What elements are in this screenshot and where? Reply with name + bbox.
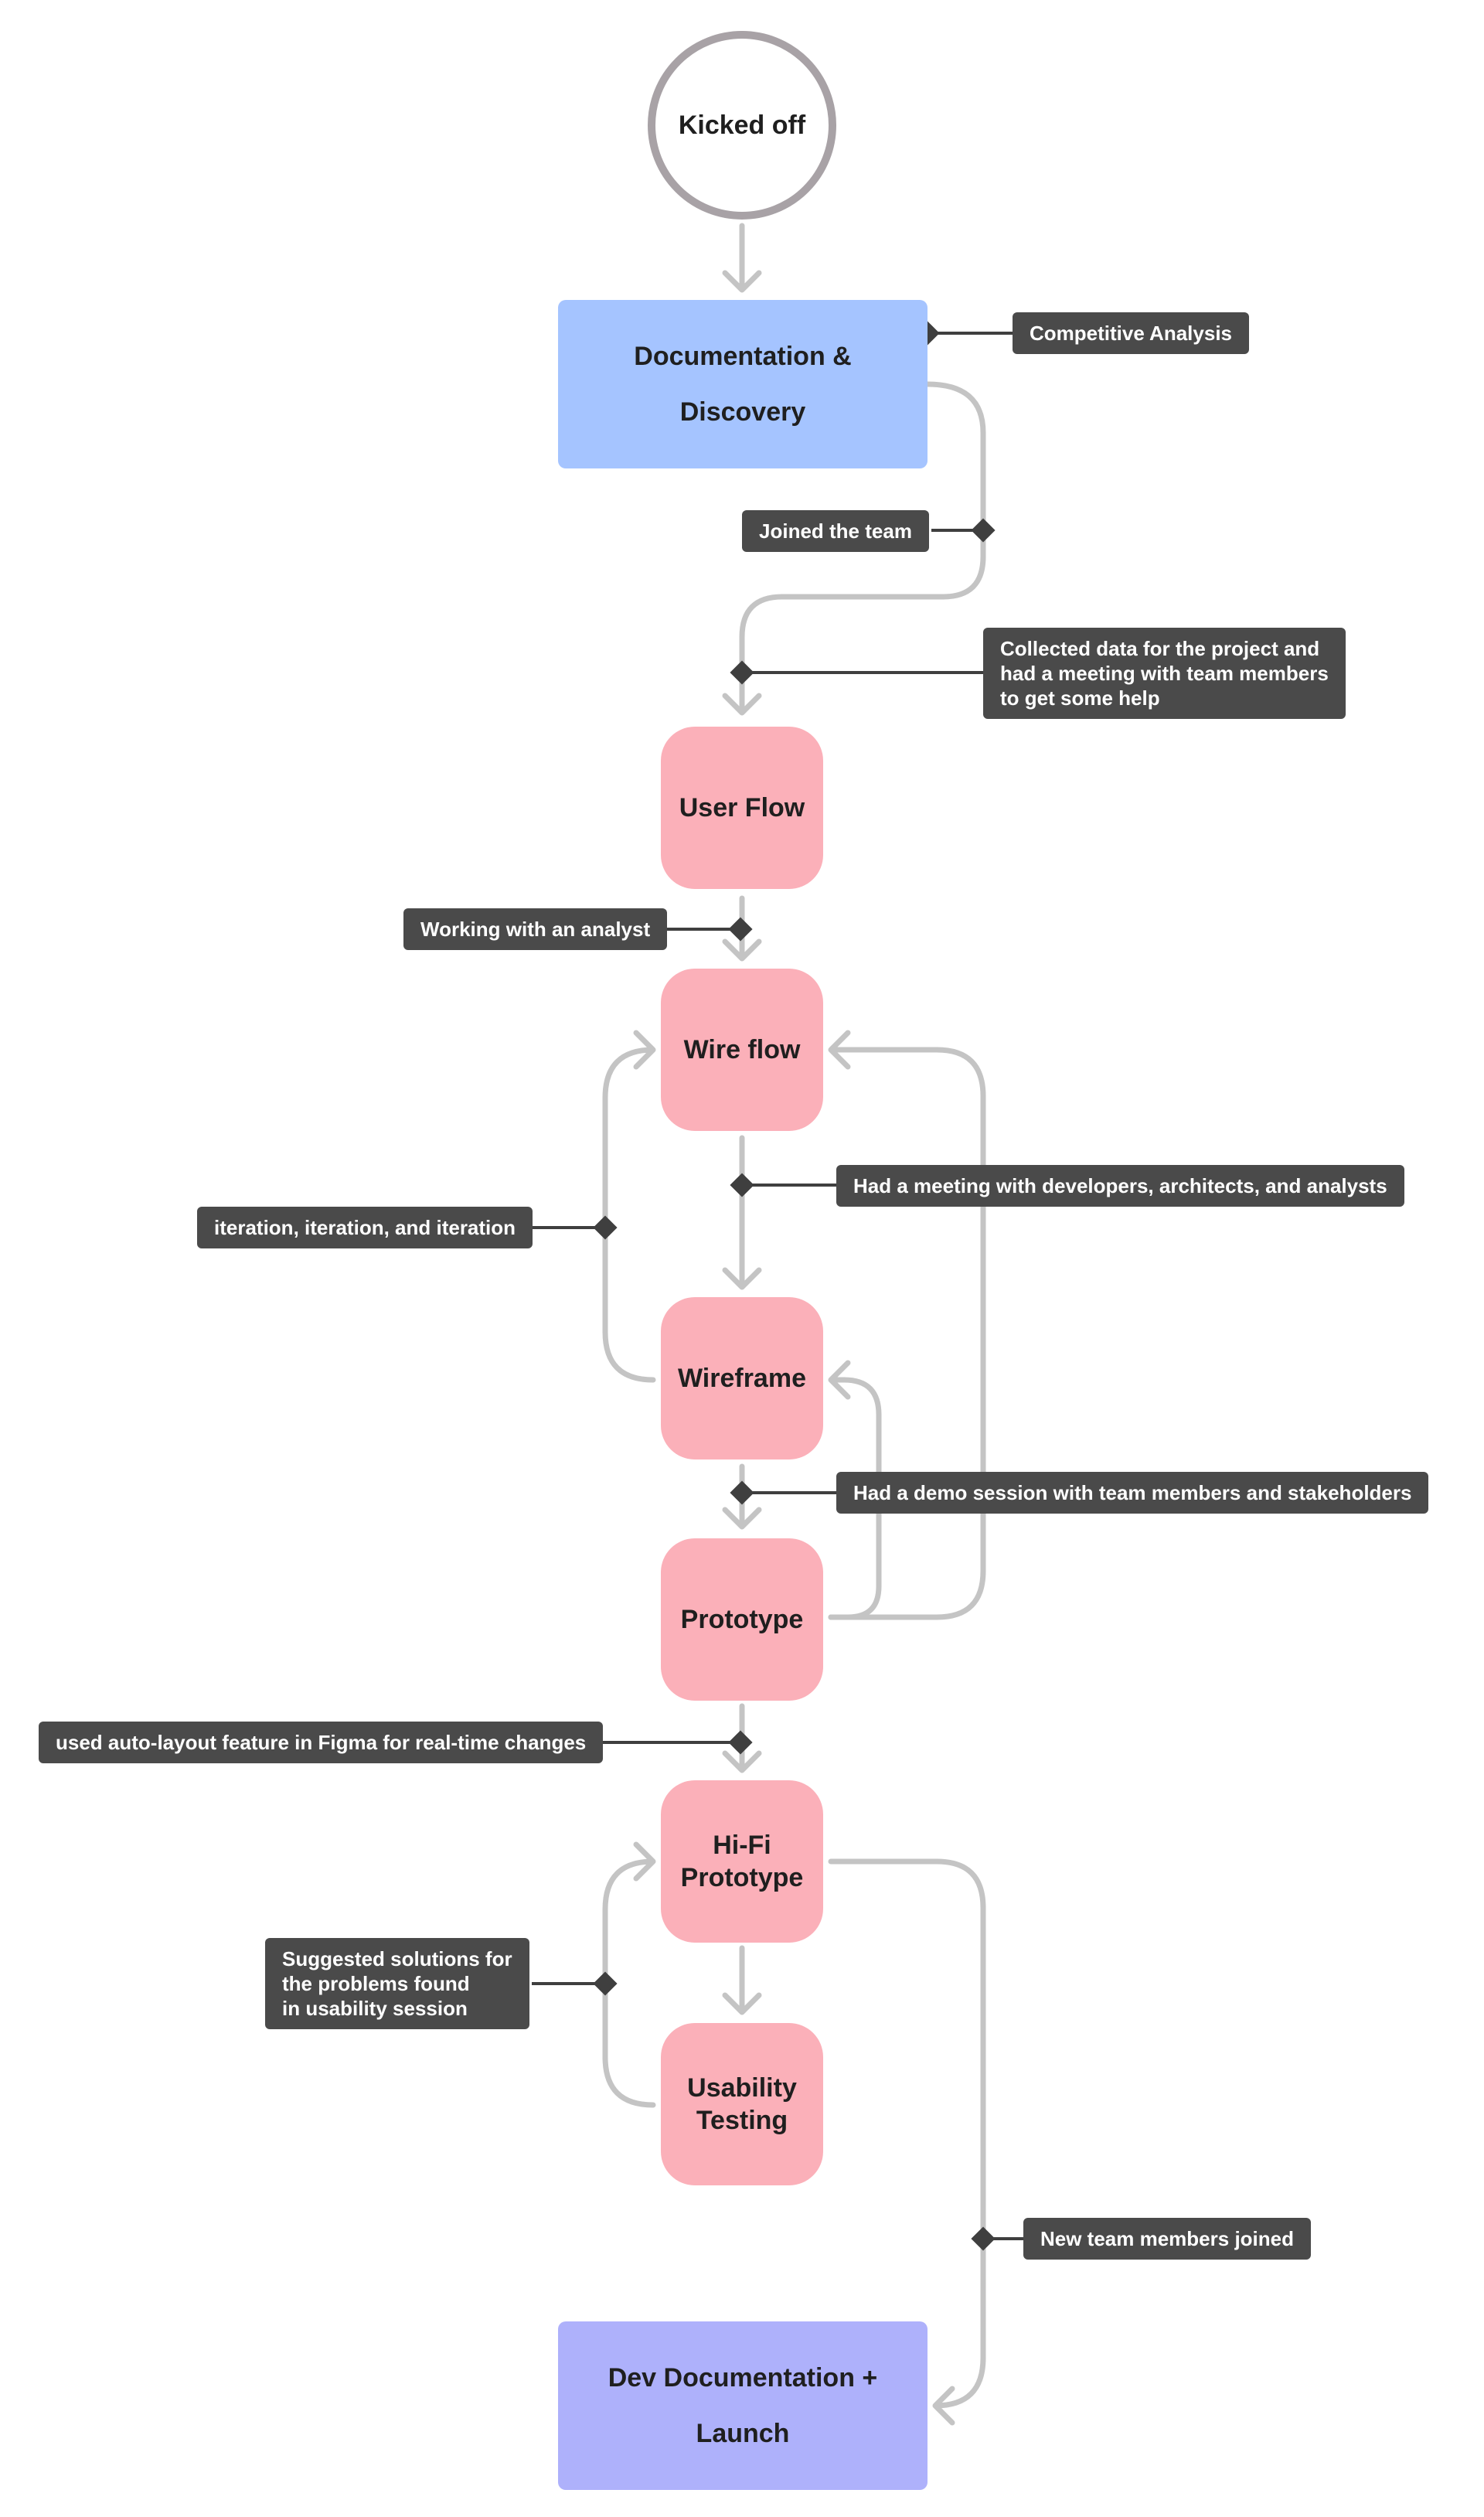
dot-joined [971,518,996,543]
dot-new-members [971,2226,996,2251]
dot-solutions [593,1971,618,1996]
dot-iteration [593,1215,618,1240]
node-label-line1: Documentation & [634,342,852,371]
loop-usability-to-hifi [602,1841,656,2108]
note-new-team-members: New team members joined [1023,2218,1311,2260]
note-text: Had a demo session with team members and… [853,1481,1412,1504]
note-text: Competitive Analysis [1030,322,1233,345]
node-label-line2: Launch [696,2419,790,2448]
arrow-hifi-to-usability [722,1945,762,2015]
note-text: iteration, iteration, and iteration [214,1216,516,1239]
dot-collected [730,660,754,685]
node-label: Kicked off [678,110,806,140]
node-wire-flow: Wire flow [661,969,823,1131]
note-text-line3: in usability session [282,1997,468,2020]
node-user-flow: User Flow [661,727,823,889]
arrow-wireflow-to-wireframe [722,1135,762,1290]
arrow-hifi-to-launch [828,1858,986,2426]
note-working-with-analyst: Working with an analyst [403,908,668,950]
node-dev-documentation-launch: Dev Documentation + Launch [558,2321,928,2490]
node-label-line2: Discovery [679,397,806,427]
note-text-line1: Collected data for the project and [1000,637,1320,660]
node-hifi-prototype: Hi-Fi Prototype [661,1780,823,1943]
node-label: Wireframe [678,1364,806,1393]
note-competitive-analysis: Competitive Analysis [1013,312,1250,354]
node-label-line2: Prototype [680,1863,804,1892]
node-label-line2: Testing [696,2106,788,2135]
loop-prototype-to-wireframe [828,1360,882,1620]
note-demo-session: Had a demo session with team members and… [836,1472,1429,1514]
arrow-kickoff-to-discovery [722,223,762,293]
note-text-line2: the problems found [282,1972,470,1995]
note-text: used auto-layout feature in Figma for re… [56,1731,587,1754]
node-label-line1: Hi-Fi [713,1831,771,1860]
note-text-line1: Suggested solutions for [282,1947,512,1970]
dot-analyst [728,917,753,942]
node-label-line1: Usability [687,2073,797,2103]
dot-demo [730,1480,754,1505]
note-collected-data: Collected data for the project and had a… [983,628,1346,719]
node-label-line1: Dev Documentation + [608,2363,878,2393]
note-iteration: iteration, iteration, and iteration [197,1207,533,1248]
node-label: Wire flow [683,1035,801,1064]
arrow-discovery-to-userflow [722,381,986,716]
note-text: New team members joined [1040,2227,1294,2250]
note-text-line2: had a meeting with team members [1000,662,1329,685]
note-suggested-solutions: Suggested solutions for the problems fou… [265,1938,529,2029]
loop-wireframe-to-wireflow [602,1030,656,1383]
node-label: User Flow [679,793,805,823]
note-text-line3: to get some help [1000,686,1160,710]
node-wireframe: Wireframe [661,1297,823,1459]
loop-prototype-to-wireflow [828,1030,986,1620]
node-documentation-discovery: Documentation & Discovery [558,300,928,468]
node-kicked-off: Kicked off [648,31,836,220]
node-label: Prototype [680,1605,804,1634]
dot-autolayout [728,1730,753,1755]
note-text: Had a meeting with developers, architect… [853,1174,1387,1197]
note-joined-the-team: Joined the team [742,510,929,552]
node-usability-testing: Usability Testing [661,2023,823,2185]
note-text: Joined the team [759,519,912,543]
note-text: Working with an analyst [420,918,651,941]
note-meeting-developers: Had a meeting with developers, architect… [836,1165,1404,1207]
dot-meeting [730,1173,754,1197]
note-auto-layout: used auto-layout feature in Figma for re… [39,1722,604,1763]
node-prototype: Prototype [661,1538,823,1701]
